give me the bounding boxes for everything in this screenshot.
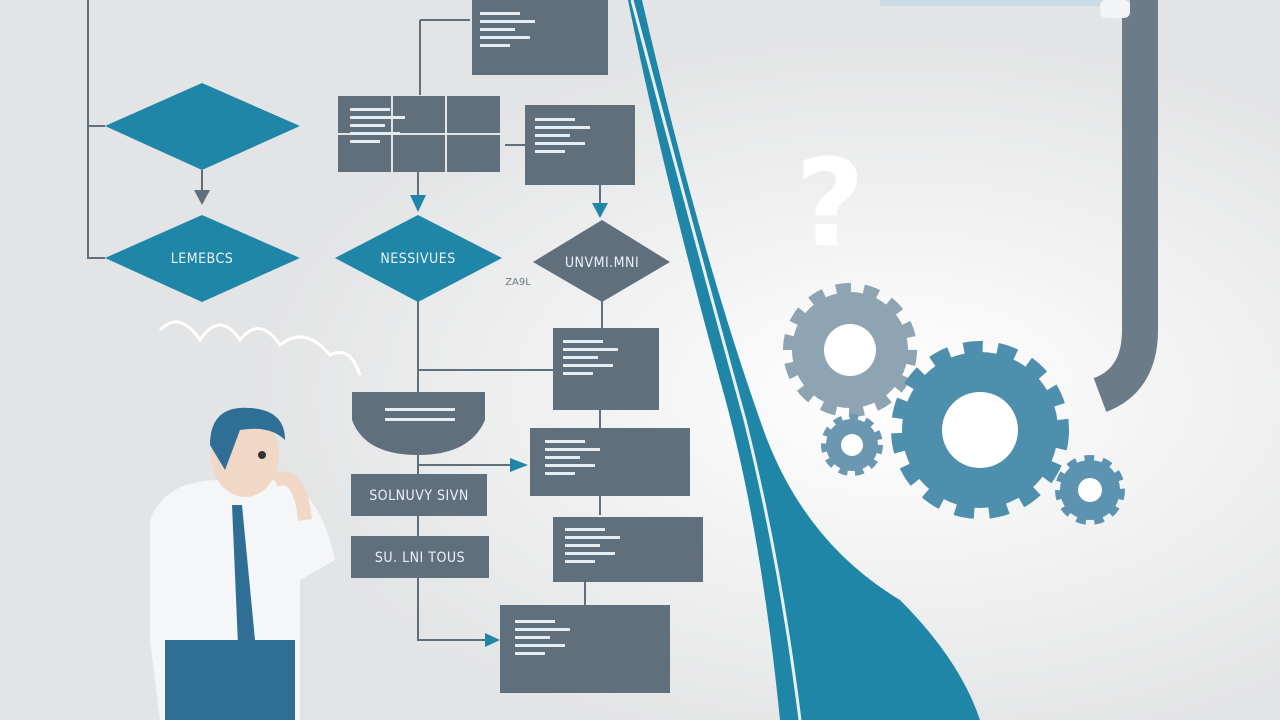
process-solnuvy: SOLNUVY SIVN: [351, 474, 487, 516]
svg-text:LEMEBCS: LEMEBCS: [171, 251, 234, 267]
question-mark-icon: ?: [795, 135, 865, 274]
arrowheads: [194, 190, 608, 647]
pipe: [1092, 0, 1158, 412]
terminator-shape: [352, 392, 485, 455]
svg-text:SOLNUVY SIVN: SOLNUVY SIVN: [369, 488, 469, 504]
gear-icon: [1055, 455, 1125, 525]
gear-icon: [821, 414, 883, 476]
decision-unvmi: UNVMI.MNI: [533, 220, 670, 302]
decision-diamond: [105, 83, 300, 170]
process-box: [500, 605, 670, 693]
decision-lemebcs: LEMEBCS: [105, 215, 300, 302]
svg-text:UNVMI.MNI: UNVMI.MNI: [565, 255, 639, 271]
decision-note: ZA9L: [505, 277, 531, 288]
svg-text:SU. LNI TOUS: SU. LNI TOUS: [375, 550, 465, 566]
svg-text:NESSIVUES: NESSIVUES: [380, 251, 455, 267]
process-sulni: SU. LNI TOUS: [351, 536, 489, 578]
process-box: [553, 517, 703, 582]
gear-icon: [891, 341, 1069, 519]
decision-nessivues: NESSIVUES: [335, 215, 502, 302]
gear-icon: [783, 283, 917, 417]
process-box: [530, 428, 690, 496]
confused-man: [150, 320, 362, 720]
teal-stream: [628, 0, 980, 720]
table-box: [338, 96, 500, 172]
